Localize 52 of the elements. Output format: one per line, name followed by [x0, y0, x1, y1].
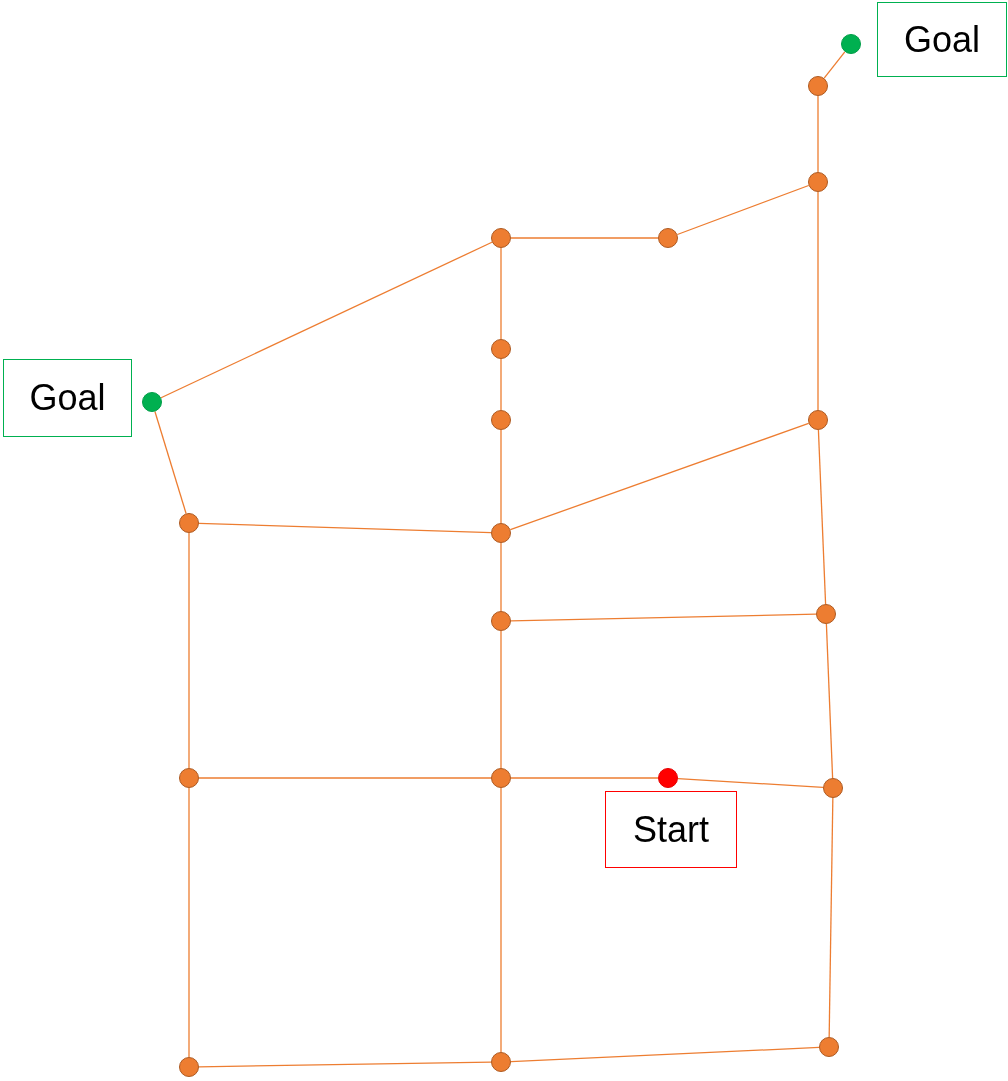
box-label: Start [633, 808, 709, 851]
connector-line [160, 241, 493, 399]
circle-node [658, 228, 678, 248]
connector-line [510, 613, 817, 622]
box-label: Goal [29, 377, 106, 419]
circle-node [491, 1052, 511, 1072]
connector-line [825, 623, 834, 779]
circle-node [823, 778, 843, 798]
connector-line [509, 422, 810, 531]
connector-line [198, 777, 492, 779]
box-label: Goal [903, 18, 980, 61]
circle-node [808, 172, 828, 192]
circle-node [179, 768, 199, 788]
circle-node [808, 76, 828, 96]
circle-node [491, 523, 511, 543]
circle-node [491, 228, 511, 248]
label-box [605, 791, 737, 868]
connector-line [500, 787, 502, 1053]
circle-node [179, 1057, 199, 1077]
connector-line [198, 522, 492, 534]
connector-line [500, 630, 502, 769]
connector-line [676, 184, 810, 236]
label-box [3, 359, 132, 437]
circle-node [658, 768, 678, 788]
connector-line [817, 429, 827, 605]
connector-line [188, 787, 190, 1058]
connector-line [510, 777, 659, 779]
connector-line [510, 237, 659, 239]
circle-node [808, 410, 828, 430]
connector-line [500, 358, 502, 411]
circle-node [491, 410, 511, 430]
circle-node [816, 604, 836, 624]
connector-line [500, 542, 502, 612]
connector-line [828, 797, 834, 1038]
connector-line [677, 777, 824, 789]
connector-line [188, 532, 190, 769]
circle-node [491, 339, 511, 359]
circle-node [142, 392, 162, 412]
connector-line [817, 191, 819, 411]
circle-node [491, 611, 511, 631]
circle-node [819, 1037, 839, 1057]
label-box [877, 2, 1007, 77]
circle-node [841, 34, 861, 54]
connector-line [154, 410, 187, 515]
connector-line [823, 51, 846, 79]
connector-line [500, 247, 502, 340]
circle-node [179, 513, 199, 533]
circle-node [491, 768, 511, 788]
connector-line [500, 429, 502, 524]
connector-line [198, 1061, 492, 1068]
connector-line [510, 1046, 820, 1063]
connector-line [817, 95, 819, 173]
